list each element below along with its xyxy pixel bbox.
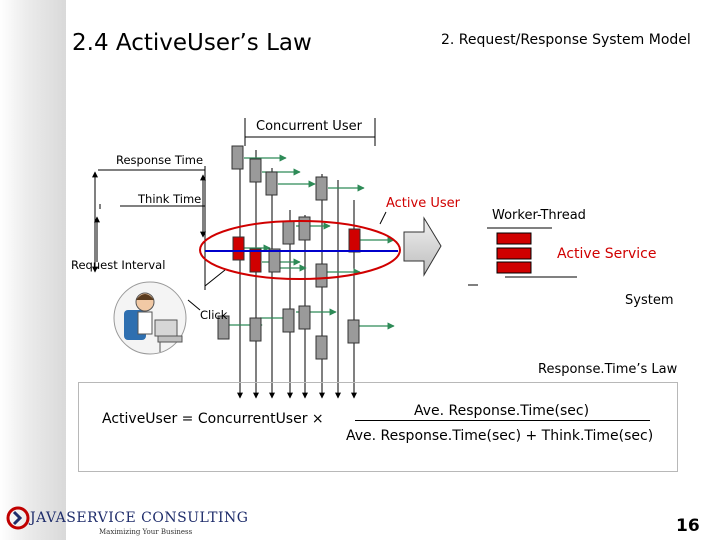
active-service-label: Active Service <box>557 246 657 262</box>
formula-box <box>78 382 678 472</box>
worker-thread-label: Worker-Thread <box>492 208 586 223</box>
response-time-arrow <box>92 169 205 273</box>
left-gradient-stripe <box>0 0 66 540</box>
think-time-arrow <box>99 166 206 290</box>
company-logo-text: JAVASERVICE CONSULTING <box>30 510 249 526</box>
flow-arrow-into-system <box>403 216 442 277</box>
page-number: 16 <box>676 516 700 536</box>
slide-title: 2.4 ActiveUser’s Law <box>72 30 312 56</box>
active-user-ellipse <box>199 220 401 280</box>
fraction-bar <box>355 420 650 421</box>
company-tagline: Maximizing Your Business <box>99 528 193 536</box>
request-interval-label: Request Interval <box>71 258 166 272</box>
click-pointer <box>187 299 201 311</box>
law-title: Response.Time’s Law <box>538 362 678 377</box>
think-time-label: Think Time <box>138 192 202 206</box>
formula-numerator: Ave. Response.Time(sec) <box>414 403 590 419</box>
green-request-arrows <box>228 154 395 330</box>
active-user-label: Active User <box>386 196 460 211</box>
system-label: System <box>625 293 674 308</box>
response-time-label: Response Time <box>116 153 204 167</box>
formula-lhs: ActiveUser = ConcurrentUser × <box>102 411 324 427</box>
timeline-verticals <box>237 150 357 399</box>
company-logo-icon <box>6 506 30 530</box>
concurrent-user-label: Concurrent User <box>256 119 362 134</box>
concurrent-user-bracket <box>244 118 376 146</box>
slide-subtitle: 2. Request/Response System Model <box>441 32 691 48</box>
gray-request-blocks <box>217 145 360 360</box>
active-user-label-pointer <box>379 211 387 225</box>
user-at-computer-icon <box>113 281 187 355</box>
worker-thread-stack <box>487 227 577 278</box>
click-label: Click <box>200 308 228 322</box>
formula-denominator: Ave. Response.Time(sec) + Think.Time(sec… <box>346 428 654 444</box>
request-interval-arrow <box>94 216 226 287</box>
